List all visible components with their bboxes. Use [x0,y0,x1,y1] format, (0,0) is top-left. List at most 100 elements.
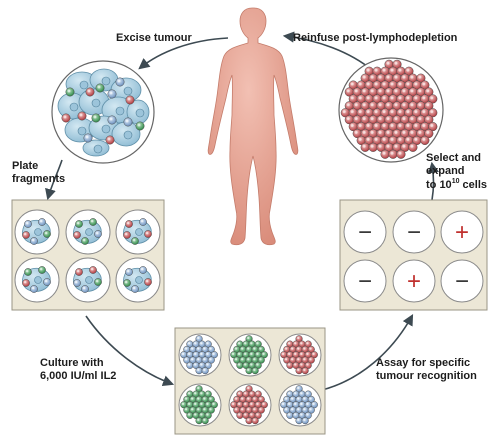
cultured-t-cell [183,345,191,353]
cultured-t-cell [248,411,256,419]
cultured-t-cell [301,395,309,403]
expanded-t-cell [384,128,394,139]
arrow-plate [45,159,63,201]
expanded-t-cell [416,101,426,111]
cultured-t-cell [201,417,209,425]
fragment-well [115,209,161,255]
t-cell [81,285,89,293]
cultured-t-cell [295,417,303,425]
expanded-t-cell [376,101,386,111]
culture-well [178,333,222,377]
t-cell [144,278,152,286]
expanded-t-cell [424,101,434,111]
cultured-t-cell [289,395,297,403]
expanded-t-cell [396,149,406,159]
expanded-t-cell [400,115,410,125]
cultured-t-cell [245,417,253,425]
expanded-t-cell [364,66,374,76]
assay-well: − [343,259,387,303]
cultured-t-cell [198,340,206,348]
t-cell [131,285,139,293]
cultured-t-cell [207,345,215,353]
expanded-t-cell [428,122,438,132]
label-plate-line2: fragments [12,173,65,185]
t-cell [81,237,89,245]
culture-well [278,383,322,427]
expanded-t-cell [428,94,438,104]
t-cell [123,117,133,127]
t-cell [125,95,135,105]
culture-well [228,333,272,377]
cultured-t-cell [301,356,309,364]
t-cell [94,278,102,286]
fragment-wells [14,209,161,303]
assay-negative: − [455,268,469,295]
fragment-well [14,209,60,255]
t-cell [125,268,133,276]
t-cell [139,266,147,274]
cultured-t-cell [254,411,262,419]
cultured-t-cell [283,345,291,353]
t-cell [107,115,117,125]
expanded-t-cell [396,108,406,118]
cultured-t-cell [186,340,194,348]
cultured-t-cell [198,411,206,419]
cultured-t-cell [195,345,203,353]
t-cell [24,268,32,276]
t-cell [77,111,87,121]
cultured-t-cell [307,406,315,414]
assay-negative: − [407,219,421,246]
expanded-t-cell [392,128,402,139]
cultured-t-cell [295,367,303,375]
assay-negative: − [358,268,372,295]
t-cell [91,113,101,123]
expanded-t-cell [396,135,406,145]
tumour-cell [82,139,110,157]
t-cell [94,230,102,238]
expanded-t-cell [392,142,402,152]
cultured-t-cell [195,356,203,364]
cultured-t-cell [195,367,203,375]
t-cell [30,285,38,293]
expanded-t-cell [356,122,366,132]
cultured-t-cell [295,406,303,414]
label-select-line3: to 1010 cells [426,178,487,191]
cultured-t-cell [257,356,265,364]
cultured-t-cell [286,361,294,369]
expanded-t-cell [400,101,410,111]
patient-figure [207,7,299,246]
expanded-t-cell [376,87,386,97]
cultured-t-cell [304,340,312,348]
expanded-t-cell [396,122,406,132]
expanded-t-cell [352,115,362,125]
cultured-t-cell [254,361,262,369]
expanded-t-cell [368,142,378,152]
t-cell [73,231,81,239]
cultured-t-cell [245,335,253,343]
cultured-t-cell [189,395,197,403]
expanded-t-cell [364,108,374,118]
t-cell [24,220,32,228]
label-select-line3-sup: 10 [452,178,460,185]
expanded-t-cell-population [340,59,438,159]
cultured-t-cell [298,401,306,409]
cultured-t-cell [254,390,262,398]
fragment-well [115,257,161,303]
expanded-t-cell [416,87,426,97]
cultured-t-cell [260,401,268,409]
cultured-t-cell [310,401,318,409]
culture-plate [174,327,326,435]
cultured-t-cell [295,385,303,393]
label-culture-line2: 6,000 IU/ml IL2 [40,370,116,382]
cultured-t-cell [251,367,259,375]
t-cell [73,279,81,287]
t-cell [65,87,75,97]
cultured-t-cell [310,351,318,359]
expanded-t-cell [360,101,370,111]
cultured-t-cell [242,390,250,398]
label-excise-tumour: Excise tumour [116,32,193,44]
fragment-well [14,257,60,303]
cultured-t-cell [242,351,250,359]
assay-well: − [343,210,387,254]
cultured-t-cell [189,345,197,353]
